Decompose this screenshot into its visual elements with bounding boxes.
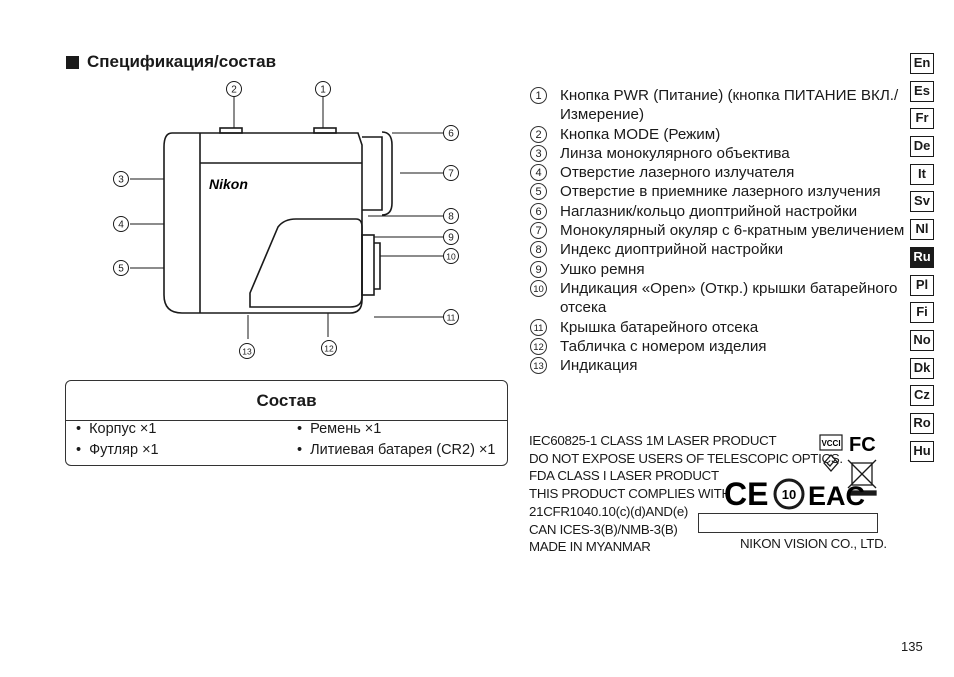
composition-title: Состав xyxy=(256,391,317,410)
lang-tab-dk[interactable]: Dk xyxy=(910,357,934,379)
lang-tab-it[interactable]: It xyxy=(910,163,934,185)
certification-marks: VCCI FC CE 10 EAC xyxy=(724,434,877,512)
svg-text:13: 13 xyxy=(242,347,252,357)
svg-text:10: 10 xyxy=(782,487,796,502)
svg-text:10: 10 xyxy=(446,252,456,262)
composition-box: Состав •Корпус ×1 •Футляр ×1 •Ремень ×1 … xyxy=(65,380,508,466)
callout-10: 10 xyxy=(443,248,459,264)
callout-9: 9 xyxy=(443,229,459,245)
heading-square-icon xyxy=(66,55,79,69)
ce-mark-icon: CE xyxy=(724,476,768,512)
language-tabs: En Es Fr De It Sv Nl Ru Pl Fi No Dk Cz R… xyxy=(910,53,936,468)
rcm-icon xyxy=(823,454,839,472)
composition-item: •Литиевая батарея (CR2) ×1 xyxy=(297,442,496,458)
svg-text:5: 5 xyxy=(118,264,124,275)
recycle-10-icon: 10 xyxy=(773,478,805,510)
label-line: DO NOT EXPOSE USERS OF TELESCOPIC OPTICS… xyxy=(529,450,843,466)
fcc-icon: FC xyxy=(849,434,876,456)
lang-tab-cz[interactable]: Cz xyxy=(910,385,934,407)
product-label: IEC60825-1 CLASS 1M LASER PRODUCT DO NOT… xyxy=(529,432,843,556)
callout-12: 12 xyxy=(321,340,337,356)
eac-icon: EAC xyxy=(808,481,865,511)
callout-4: 4 xyxy=(113,216,129,232)
lang-tab-en[interactable]: En xyxy=(910,53,934,74)
lang-tab-sv[interactable]: Sv xyxy=(910,191,934,213)
lang-tab-de[interactable]: De xyxy=(910,136,934,158)
callout-5: 5 xyxy=(113,260,129,276)
svg-text:6: 6 xyxy=(448,129,454,140)
brand-logo-text: Nikon xyxy=(209,176,248,192)
svg-text:VCCI: VCCI xyxy=(821,439,840,448)
label-line: CAN ICES-3(B)/NMB-3(B) xyxy=(529,521,678,537)
label-line: 21CFR1040.10(c)(d)AND(e) xyxy=(529,503,689,519)
label-line: THIS PRODUCT COMPLIES WITH xyxy=(529,486,731,502)
svg-text:9: 9 xyxy=(448,233,454,244)
svg-text:1: 1 xyxy=(320,85,326,96)
label-line: IEC60825-1 CLASS 1M LASER PRODUCT xyxy=(529,433,777,448)
manufacturer-name: NIKON VISION CO., LTD. xyxy=(740,536,887,551)
svg-text:8: 8 xyxy=(448,212,454,223)
svg-text:2: 2 xyxy=(231,85,237,96)
callout-2: 2 xyxy=(226,81,242,97)
lang-tab-nl[interactable]: Nl xyxy=(910,219,934,241)
svg-text:4: 4 xyxy=(118,220,124,231)
callout-3: 3 xyxy=(113,171,129,187)
heading-text: Спецификация/состав xyxy=(87,52,277,71)
svg-text:11: 11 xyxy=(447,313,456,323)
lang-tab-hu[interactable]: Hu xyxy=(910,440,934,462)
page-number: 135 xyxy=(901,639,923,654)
weee-bin-icon xyxy=(847,459,877,496)
composition-item: •Ремень ×1 xyxy=(297,421,382,437)
rangefinder-diagram: Nikon 2 1 3 4 5 6 7 8 9 10 11 12 13 xyxy=(113,81,459,359)
composition-item: •Корпус ×1 xyxy=(76,421,157,437)
callout-8: 8 xyxy=(443,208,459,224)
label-line: MADE IN MYANMAR xyxy=(529,539,651,555)
svg-text:12: 12 xyxy=(324,344,334,354)
lang-tab-ru[interactable]: Ru xyxy=(910,246,934,268)
callout-11: 11 xyxy=(443,309,459,325)
lang-tab-es[interactable]: Es xyxy=(910,80,934,102)
composition-item: •Футляр ×1 xyxy=(76,442,159,458)
lang-tab-ro[interactable]: Ro xyxy=(910,412,934,434)
callout-13: 13 xyxy=(239,343,255,359)
composition-divider xyxy=(66,420,507,421)
lang-tab-fr[interactable]: Fr xyxy=(910,108,934,130)
serial-number-box xyxy=(698,513,878,533)
lang-tab-no[interactable]: No xyxy=(910,329,934,351)
section-heading: Спецификация/состав xyxy=(66,52,276,72)
label-line: FDA CLASS I LASER PRODUCT xyxy=(529,468,719,484)
svg-text:3: 3 xyxy=(118,175,124,186)
vcci-icon: VCCI xyxy=(819,434,843,451)
lang-tab-fi[interactable]: Fi xyxy=(910,302,934,324)
callout-1: 1 xyxy=(315,81,331,97)
svg-text:7: 7 xyxy=(448,169,454,180)
lang-tab-pl[interactable]: Pl xyxy=(910,274,934,296)
callout-7: 7 xyxy=(443,165,459,181)
callout-6: 6 xyxy=(443,125,459,141)
